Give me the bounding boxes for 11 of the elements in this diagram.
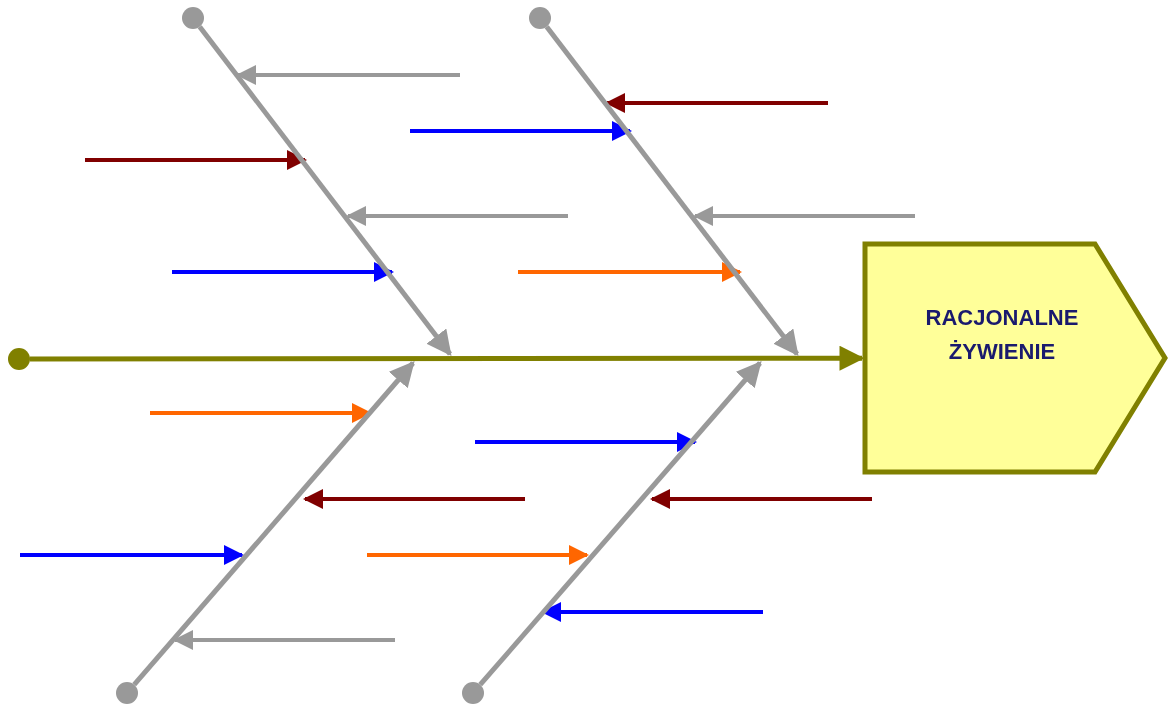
bone-arrow — [544, 25, 799, 356]
dot — [8, 348, 30, 370]
bone-arrow — [132, 361, 415, 687]
dot — [462, 682, 484, 704]
dot — [529, 7, 551, 29]
effect-label: RACJONALNE ŻYWIENIE — [924, 304, 1080, 366]
dot — [182, 7, 204, 29]
dot — [116, 682, 138, 704]
bone-arrow — [478, 361, 762, 687]
spine-arrow — [30, 345, 865, 371]
bone-arrow — [197, 25, 452, 356]
